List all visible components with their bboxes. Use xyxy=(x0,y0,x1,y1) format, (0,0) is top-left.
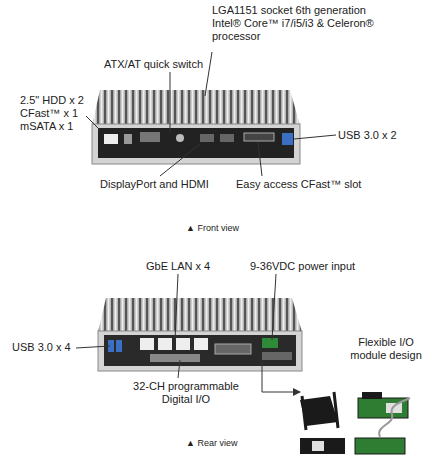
front-unit xyxy=(92,90,300,164)
callout-label: Flexible I/O module design xyxy=(344,336,428,362)
callout-label: USB 3.0 x 4 xyxy=(12,341,71,354)
callout-label: ATX/AT quick switch xyxy=(104,58,203,71)
callout-label: 32-CH programmable Digital I/O xyxy=(124,380,248,406)
rear-unit xyxy=(98,298,302,371)
callout-label: 2.5" HDD x 2 CFast™ x 1 mSATA x 1 xyxy=(20,94,84,133)
callout-label: DisplayPort and HDMI xyxy=(100,178,209,191)
callout-label: USB 3.0 x 2 xyxy=(338,129,397,142)
io-modules xyxy=(292,384,420,462)
callout-label: Easy access CFast™ slot xyxy=(236,178,361,191)
callout-label: ▲ Front view xyxy=(186,222,239,235)
callout-label: GbE LAN x 4 xyxy=(146,260,210,273)
leader-lines xyxy=(76,52,336,392)
callout-label: 9-36VDC power input xyxy=(250,260,355,273)
callout-label: ▲ Rear view xyxy=(186,437,237,450)
callout-label: LGA1151 socket 6th generation Intel® Cor… xyxy=(212,4,384,43)
